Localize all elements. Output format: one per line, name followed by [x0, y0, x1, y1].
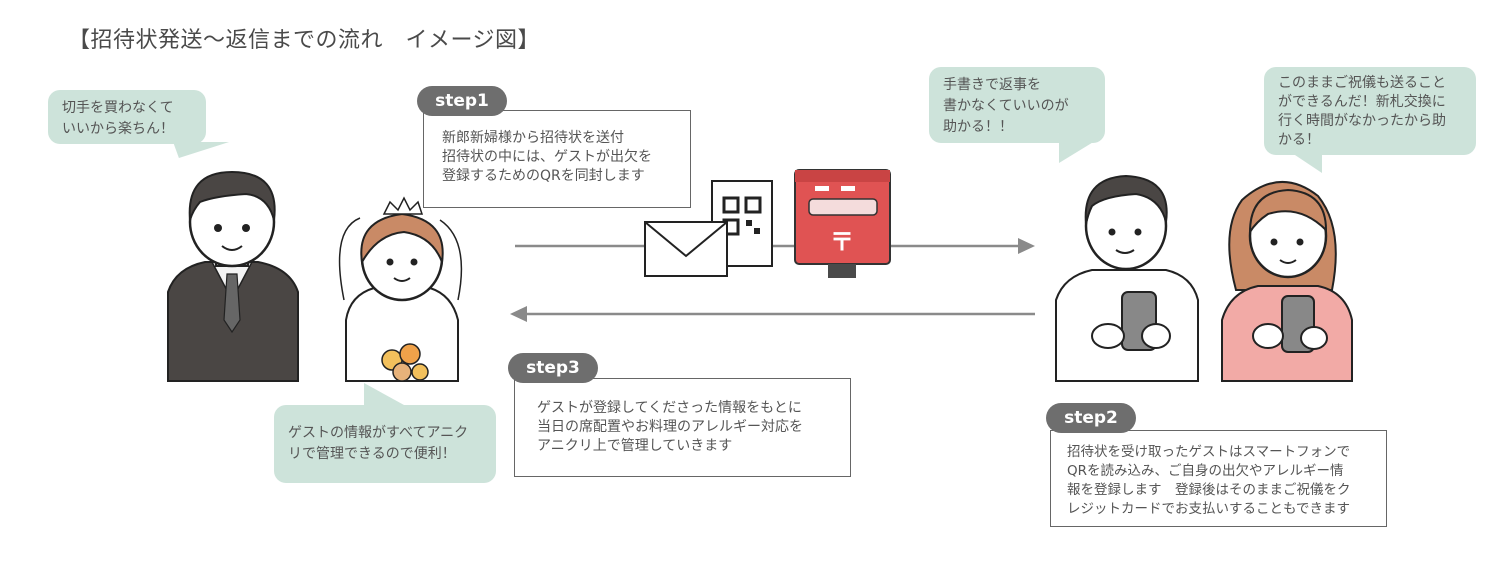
groom-icon: [167, 170, 299, 382]
bubble-line: このままご祝儀も送ること: [1278, 75, 1446, 91]
page-title: 【招待状発送〜返信までの流れ イメージ図】: [68, 28, 541, 53]
speech-bubble-manage: ゲストの情報がすべてアニク リで管理できるので便利！: [274, 383, 496, 483]
step1-line: 登録するためのQRを同封します: [442, 168, 645, 184]
step2-line: QRを読み込み、ご自身の出欠やアレルギー情: [1067, 463, 1344, 479]
step2-label: step2: [1046, 403, 1136, 433]
step2-line: レジットカードでお支払いすることもできます: [1067, 501, 1350, 517]
arrow-back: [510, 306, 1035, 322]
step2-box: 招待状を受け取ったゲストはスマートフォンで QRを読み込み、ご自身の出欠やアレル…: [1050, 430, 1387, 527]
female-guest-icon: [1221, 181, 1353, 382]
bubble-line: 切手を買わなくて: [62, 100, 174, 116]
speech-bubble-reply: 手書きで返事を 書かなくていいのが 助かる！！: [929, 67, 1105, 163]
step1-line: 招待状の中には、ゲストが出欠を: [442, 149, 652, 165]
postbox-icon: 〒: [794, 169, 891, 278]
bubble-line: リで管理できるので便利！: [288, 446, 456, 462]
bubble-line: ゲストの情報がすべてアニク: [288, 425, 469, 441]
arrow-forward: [515, 238, 1035, 254]
bubble-line: いいから楽ちん！: [62, 121, 174, 137]
postmark-symbol: 〒: [830, 229, 854, 256]
step1-box: 新郎新婦様から招待状を送付 招待状の中には、ゲストが出欠を 登録するためのQRを…: [423, 110, 691, 208]
envelope-icon: [644, 221, 728, 277]
bubble-line: 行く時間がなかったから助: [1278, 113, 1446, 129]
step3-line: アニクリ上で管理していきます: [537, 438, 733, 454]
male-guest-icon: [1055, 174, 1199, 382]
bubble-line: かる！: [1278, 132, 1320, 148]
step3-line: ゲストが登録してくださった情報をもとに: [537, 400, 802, 416]
step2-line: 報を登録します 登録後はそのままご祝儀をク: [1067, 482, 1351, 498]
bubble-line: 助かる！！: [943, 119, 1013, 135]
step3-box: ゲストが登録してくださった情報をもとに 当日の席配置やお料理のアレルギー対応を …: [514, 378, 851, 477]
speech-bubble-gift: このままご祝儀も送ること ができるんだ！新札交換に 行く時間がなかったから助 か…: [1264, 67, 1476, 173]
bubble-line: 書かなくていいのが: [943, 98, 1069, 114]
step3-line: 当日の席配置やお料理のアレルギー対応を: [537, 419, 803, 435]
step2-line: 招待状を受け取ったゲストはスマートフォンで: [1067, 444, 1351, 460]
step1-line: 新郎新婦様から招待状を送付: [442, 130, 624, 146]
step1-label: step1: [417, 86, 507, 116]
bubble-line: 手書きで返事を: [943, 77, 1041, 93]
bride-icon: [338, 196, 463, 382]
step3-label: step3: [508, 353, 598, 383]
speech-bubble-stamp: 切手を買わなくて いいから楽ちん！: [48, 90, 235, 158]
bubble-line: ができるんだ！新札交換に: [1278, 94, 1446, 110]
